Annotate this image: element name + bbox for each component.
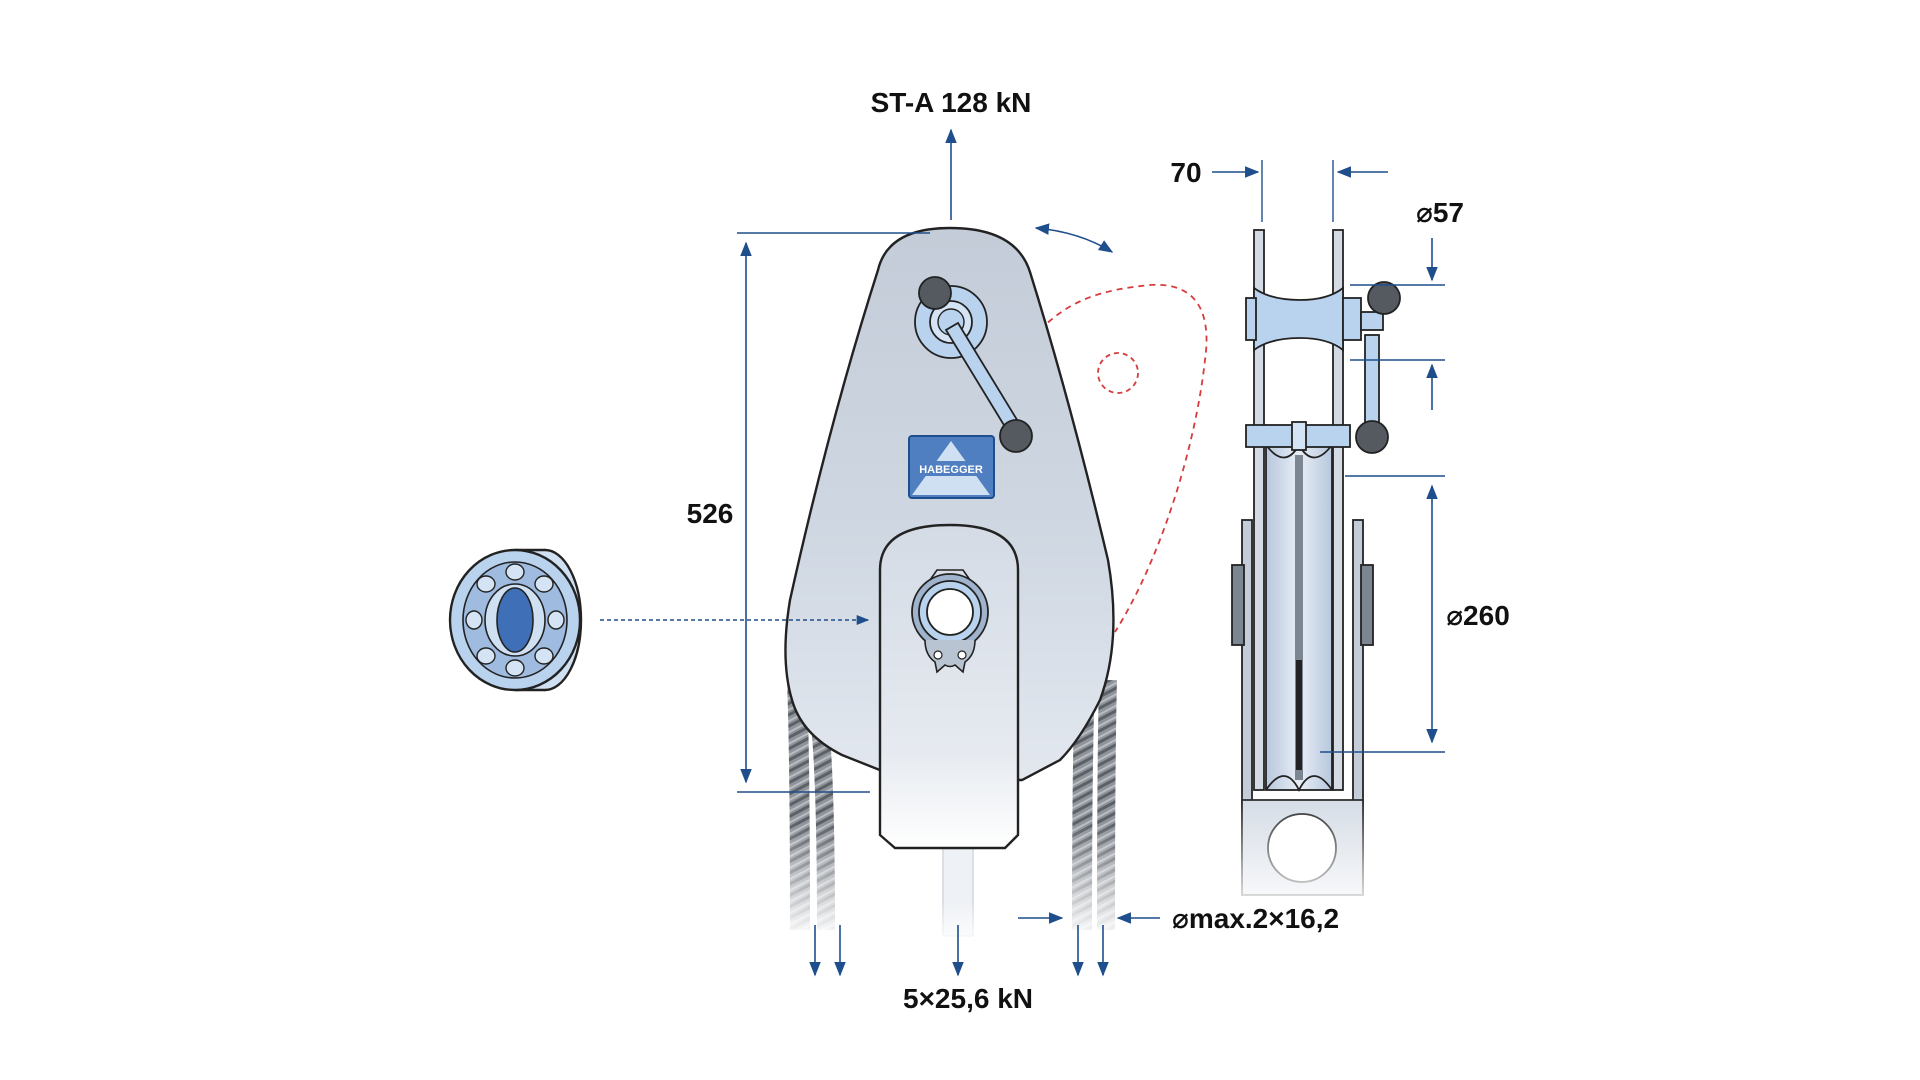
height-label: 526 <box>687 498 734 529</box>
locking-lever[interactable] <box>918 276 1033 453</box>
swing-side-plate-ghost <box>1039 283 1208 633</box>
load-arrows-bottom <box>809 925 1109 977</box>
load-bottom-label: 5×25,6 kN <box>903 983 1033 1014</box>
rotation-arrow <box>1034 223 1114 253</box>
load-top-label: ST-A 128 kN <box>871 87 1032 118</box>
side-knob-bottom[interactable] <box>1355 420 1389 454</box>
pulley-body-front: HABEGGER <box>784 226 1208 850</box>
pin-diameter-label: ⌀57 <box>1416 197 1464 228</box>
axle-bushing <box>911 569 989 674</box>
ball-bearing-icon <box>448 548 583 692</box>
pulley-side-view <box>1230 229 1401 910</box>
sheave-diameter-label: ⌀260 <box>1446 600 1510 631</box>
ghost-bolt-hole <box>1097 352 1139 394</box>
rope-diameter-label: ⌀max.2×16,2 <box>1172 903 1339 934</box>
lever-knob-top[interactable] <box>918 276 952 310</box>
width-label: 70 <box>1170 157 1201 188</box>
lever-knob-bottom[interactable] <box>999 419 1033 453</box>
side-knob-top[interactable] <box>1367 281 1401 315</box>
brand-name: HABEGGER <box>919 464 983 476</box>
habegger-logo-icon: HABEGGER <box>908 435 995 499</box>
side-plate <box>784 226 1115 782</box>
